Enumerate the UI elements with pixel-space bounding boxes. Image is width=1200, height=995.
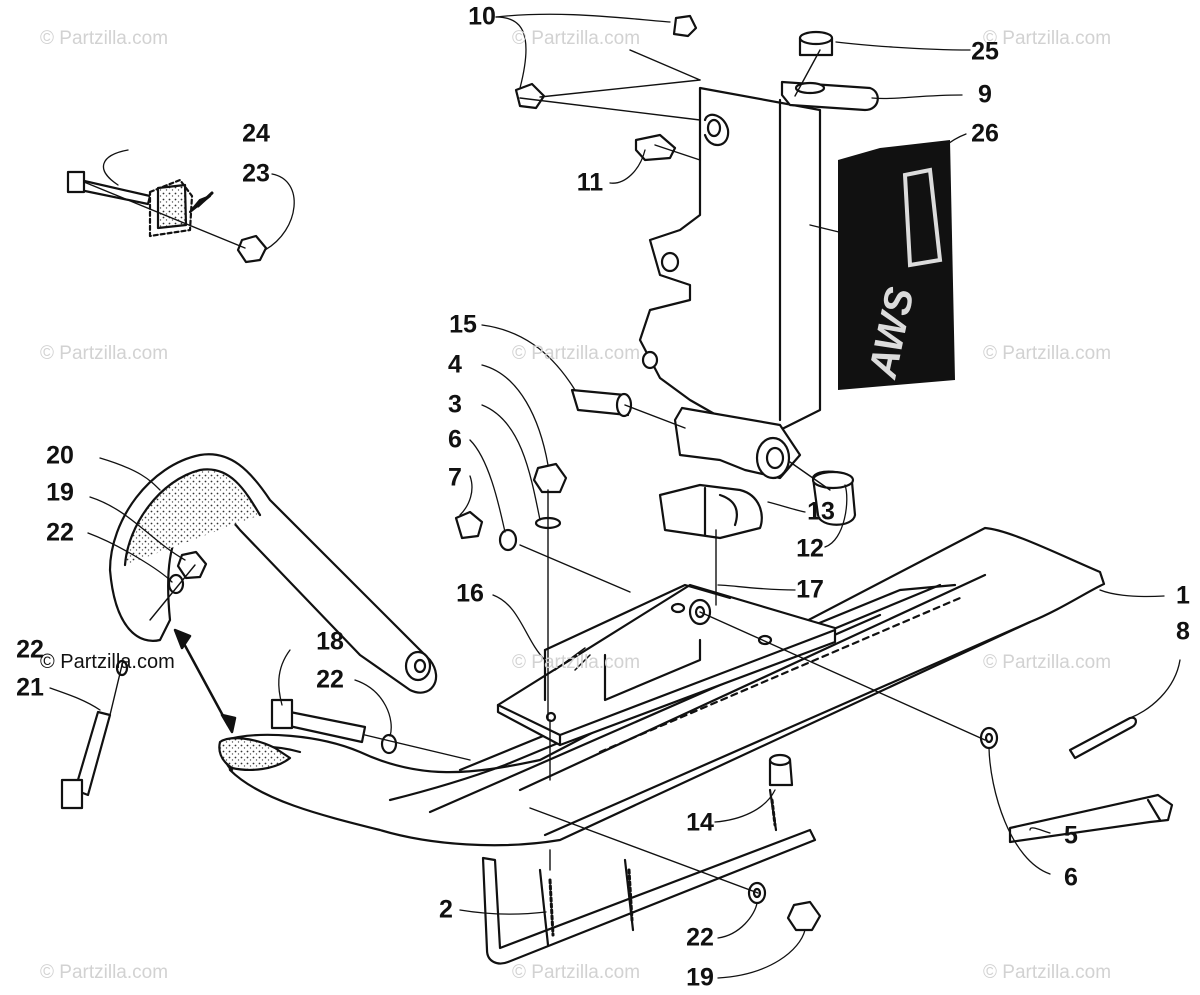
nut-4 xyxy=(532,462,568,494)
cotter-pin xyxy=(1068,716,1137,760)
callout-6: 6 xyxy=(1064,863,1078,892)
callout-19: 19 xyxy=(686,963,714,992)
watermark: © Partzilla.com xyxy=(983,28,1112,49)
callout-3: 3 xyxy=(448,390,462,419)
washer-6-left xyxy=(498,528,518,552)
callout-22: 22 xyxy=(686,923,714,952)
nut-23 xyxy=(236,234,268,264)
bolt-5 xyxy=(1008,793,1174,844)
callout-19: 19 xyxy=(46,478,74,507)
watermark: © Partzilla.com xyxy=(512,652,641,673)
callout-21: 21 xyxy=(16,673,44,702)
washer-22-a xyxy=(380,733,398,755)
ski-tip-grip xyxy=(218,737,292,771)
nut-19-b xyxy=(786,900,822,932)
spindle-column xyxy=(638,86,822,480)
assembly-arrow xyxy=(173,628,237,734)
watermark: © Partzilla.com xyxy=(512,343,641,364)
callout-18: 18 xyxy=(316,627,344,656)
ski-saddle xyxy=(496,583,837,747)
callout-17: 17 xyxy=(796,575,824,604)
grease-fitting xyxy=(634,133,677,162)
callout-11: 11 xyxy=(576,168,604,197)
callout-22: 22 xyxy=(46,518,74,547)
callout-23: 23 xyxy=(242,159,270,188)
watermark: © Partzilla.com xyxy=(40,343,169,364)
callout-26: 26 xyxy=(971,119,999,148)
washer-22-c xyxy=(115,659,129,677)
nut-10-a xyxy=(672,14,698,38)
callout-22: 22 xyxy=(16,635,44,664)
nut-10-b xyxy=(514,82,546,110)
callout-1: 1 xyxy=(1176,581,1190,610)
callout-4: 4 xyxy=(448,350,462,379)
callout-15: 15 xyxy=(449,310,477,339)
washer-22-b xyxy=(167,573,185,595)
callout-9: 9 xyxy=(978,80,992,109)
callout-2: 2 xyxy=(439,895,453,924)
callout-24: 24 xyxy=(242,119,270,148)
callout-10: 10 xyxy=(468,2,496,31)
callout-8: 8 xyxy=(1176,617,1190,646)
callout-12: 12 xyxy=(796,534,824,563)
callout-16: 16 xyxy=(456,579,484,608)
callout-13: 13 xyxy=(807,497,835,526)
callout-7: 7 xyxy=(448,463,462,492)
callout-20: 20 xyxy=(46,441,74,470)
nut-7 xyxy=(454,510,484,540)
nut-19-a xyxy=(176,550,208,580)
block-13 xyxy=(658,483,763,540)
wear-bar xyxy=(481,788,817,965)
watermark: © Partzilla.com xyxy=(40,28,169,49)
watermark: © Partzilla.com xyxy=(512,28,641,49)
callout-25: 25 xyxy=(971,37,999,66)
watermark: © Partzilla.com xyxy=(512,962,641,983)
bolt-18 xyxy=(270,698,367,744)
watermark-overlap: © Partzilla.com xyxy=(40,651,175,673)
callout-14: 14 xyxy=(686,808,714,837)
watermark: © Partzilla.com xyxy=(983,652,1112,673)
washer-6-right xyxy=(979,726,999,750)
callout-22: 22 xyxy=(316,665,344,694)
bolt-21 xyxy=(60,710,112,810)
watermark: © Partzilla.com xyxy=(983,343,1112,364)
aws-decal: AWS xyxy=(838,140,955,390)
watermark: © Partzilla.com xyxy=(983,962,1112,983)
callout-5: 5 xyxy=(1064,821,1078,850)
callout-6: 6 xyxy=(448,425,462,454)
watermark: © Partzilla.com xyxy=(40,962,169,983)
